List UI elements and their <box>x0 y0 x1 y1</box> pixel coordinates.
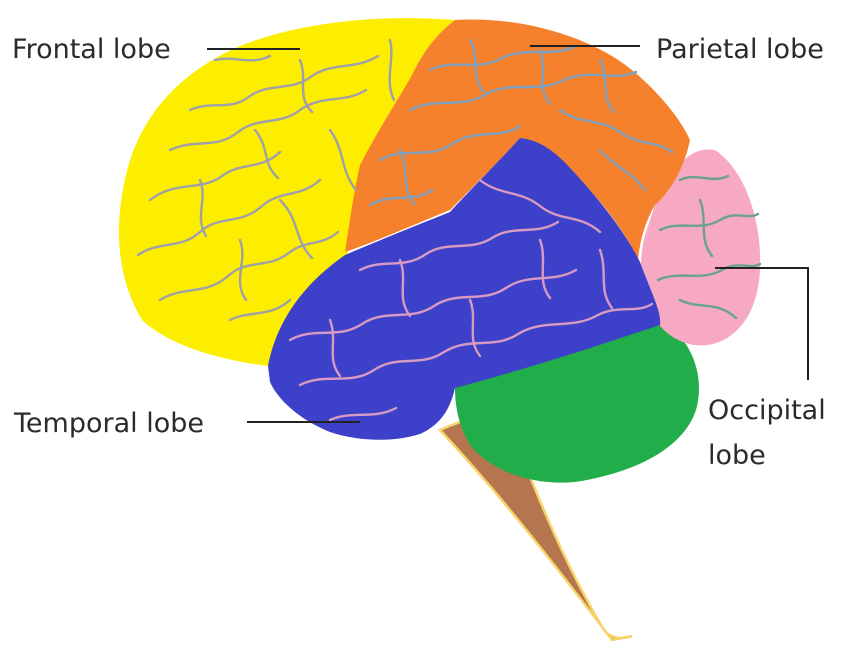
temporal-lobe <box>268 138 661 440</box>
frontal-lobe <box>118 18 455 367</box>
parietal-lobe-label: Parietal lobe <box>656 34 824 65</box>
frontal-gyri <box>136 38 396 322</box>
occipital-lobe-label-line1: Occipital <box>708 395 826 426</box>
temporal-gyri <box>288 178 654 422</box>
occipital-lobe-label-line2: lobe <box>708 440 766 471</box>
occipital-lobe <box>640 149 761 346</box>
occipital-gyri <box>656 174 762 320</box>
occipital-leader-line <box>715 267 809 380</box>
frontal-lobe-label: Frontal lobe <box>12 34 171 65</box>
parietal-gyri <box>368 38 674 207</box>
cerebellum <box>455 322 699 483</box>
temporal-lobe-label: Temporal lobe <box>13 408 204 439</box>
